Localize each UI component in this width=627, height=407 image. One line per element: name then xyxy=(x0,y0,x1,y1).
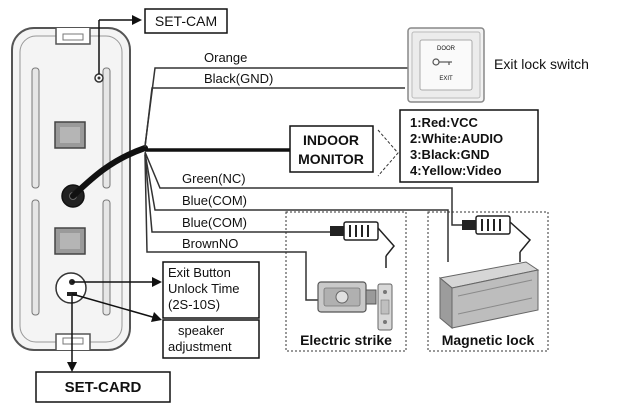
outdoor-panel xyxy=(11,27,131,351)
maglock-connector-icon xyxy=(462,215,532,262)
speaker-callout: speaker adjustment xyxy=(71,293,260,359)
set-cam-label: SET-CAM xyxy=(155,13,217,29)
electric-strike-label: Electric strike xyxy=(300,332,392,348)
indoor-monitor-label-line1: INDOOR xyxy=(303,132,359,148)
electric-strike-frame xyxy=(285,211,407,352)
speaker-adjust-line2: adjustment xyxy=(168,339,232,354)
magnetic-lock-icon xyxy=(438,261,540,330)
speaker-adjust-box xyxy=(162,319,260,359)
panel-slot-right-bottom xyxy=(102,199,111,316)
set-cam-label-box xyxy=(144,8,228,34)
switch-button xyxy=(419,39,473,91)
exit-button-info-box xyxy=(162,261,260,319)
monitor-pin-3: 3:Black:GND xyxy=(410,147,489,162)
electric-strike-group: Electric strike xyxy=(285,211,407,352)
exit-button-info-line1: Exit Button xyxy=(168,265,231,280)
panel-slot-right-top xyxy=(102,67,111,189)
indoor-monitor-box xyxy=(289,125,374,173)
wire-blue-com-2 xyxy=(144,153,330,233)
exit-button-callout: Exit Button Unlock Time (2S-10S) xyxy=(72,261,260,319)
exit-button-info-line2: Unlock Time xyxy=(168,281,240,296)
indoor-monitor: INDOOR MONITOR 1:Red:VCC 2:White:AUDIO 3… xyxy=(289,109,539,183)
monitor-pin-bracket xyxy=(377,129,399,177)
wire-blue-com-1-label: Blue(COM) xyxy=(182,193,247,208)
exit-button-info-line3: (2S-10S) xyxy=(168,297,220,312)
wire-green-nc xyxy=(144,151,462,226)
wire-brown-label: BrownNO xyxy=(182,236,238,251)
wire-bundle xyxy=(144,67,462,301)
speaker-adjust-line1: speaker xyxy=(178,323,225,338)
magnetic-lock-group: Magnetic lock xyxy=(427,211,549,352)
panel-slot-left-bottom xyxy=(31,199,40,316)
panel-slot-left-top xyxy=(31,67,40,189)
wire-blue-com-1 xyxy=(144,152,449,262)
wire-green-label: Green(NC) xyxy=(182,171,246,186)
set-cam-callout: SET-CAM xyxy=(98,8,228,74)
switch-door-text: DOOR xyxy=(437,46,456,52)
strike-connector-icon xyxy=(330,221,395,268)
set-card-callout: SET-CARD xyxy=(35,296,171,403)
monitor-pin-2: 2:White:AUDIO xyxy=(410,131,503,146)
wire-orange-label: Orange xyxy=(204,50,247,65)
panel-bottom-clip xyxy=(55,333,91,350)
wire-black-label: Black(GND) xyxy=(204,71,273,86)
wire-brown-no xyxy=(144,154,320,301)
set-card-label: SET-CARD xyxy=(65,379,142,396)
monitor-pin-1: 1:Red:VCC xyxy=(410,115,479,130)
electric-strike-icon xyxy=(317,281,393,331)
magnetic-lock-label: Magnetic lock xyxy=(442,332,535,348)
indoor-monitor-label-line2: MONITOR xyxy=(298,151,364,167)
monitor-pin-4: 4:Yellow:Video xyxy=(410,163,502,178)
wire-blue-com-2-label: Blue(COM) xyxy=(182,215,247,230)
monitor-pin-box xyxy=(399,109,539,183)
exit-lock-switch-label: Exit lock switch xyxy=(494,56,589,72)
set-card-label-box xyxy=(35,371,171,403)
switch-exit-text: EXIT xyxy=(439,76,453,82)
key-icon xyxy=(432,58,452,66)
magnetic-lock-frame xyxy=(427,211,549,352)
main-cable xyxy=(70,145,148,199)
exit-lock-switch: DOOR EXIT Exit lock switch xyxy=(407,27,589,103)
panel-top-clip xyxy=(55,28,91,45)
adjust-knob xyxy=(55,272,87,304)
wire-black xyxy=(144,87,405,148)
